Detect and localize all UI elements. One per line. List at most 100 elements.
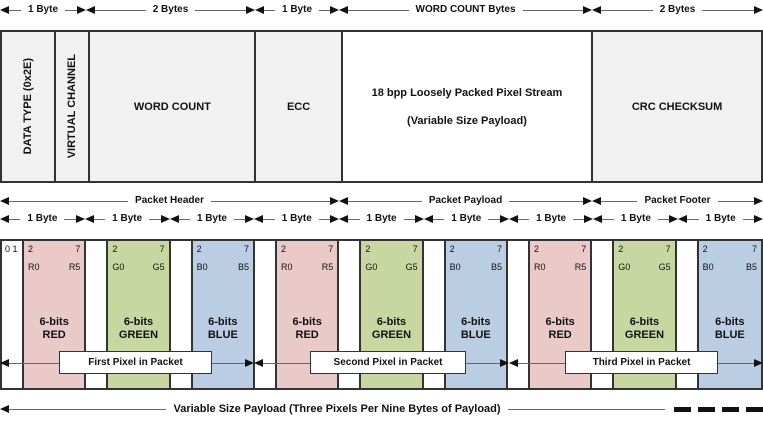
- dim-arrow-ecc: 1 Byte: [255, 4, 340, 16]
- byte-cell-label: 6-bits RED: [292, 316, 322, 341]
- arrowhead-right-icon: [583, 197, 592, 205]
- sig-hi: G5: [658, 262, 671, 272]
- arrowhead-left-icon: [592, 197, 601, 205]
- arrowhead-right-icon: [245, 359, 254, 367]
- bit-hi: 7: [581, 244, 587, 254]
- byte-cell-label: 6-bits BLUE: [460, 316, 491, 341]
- byte-dim-row: 1 Byte 1 Byte 1 Byte 1 Byte 1 Byte 1 Byt…: [0, 213, 763, 225]
- dim-line: [9, 218, 21, 220]
- dim-line: [264, 9, 275, 11]
- sig-hi: B5: [745, 262, 757, 272]
- arrowhead-right-icon: [754, 359, 763, 367]
- footer-label: Variable Size Payload (Three Pixels Per …: [173, 403, 501, 415]
- dim-label: Packet Header: [135, 195, 204, 206]
- dim-label: WORD COUNT Bytes: [415, 4, 516, 15]
- arrowhead-right-icon: [500, 359, 509, 367]
- dim-line: [210, 200, 330, 202]
- block-pixel-stream: 18 bpp Loosely Packed Pixel Stream (Vari…: [340, 32, 592, 181]
- dim-arrow-packet-header: Packet Header: [0, 195, 339, 207]
- arrowhead-left-icon: [0, 405, 9, 413]
- dim-label: 2 Bytes: [659, 4, 696, 15]
- arrowhead-left-icon: [678, 215, 688, 223]
- dim-line: [601, 9, 653, 11]
- sig-hi: B5: [490, 262, 502, 272]
- byte-cell-label: 6-bits GREEN: [118, 316, 159, 341]
- continuation-dashes-icon: [674, 406, 763, 412]
- dim-label: Packet Footer: [644, 195, 711, 206]
- bit-hi: 7: [75, 244, 81, 254]
- block-data-type: DATA TYPE (0x2E): [2, 32, 55, 181]
- dim-label: 1 Byte: [366, 213, 397, 224]
- arrowhead-left-icon: [254, 215, 264, 223]
- dim-label: 1 Byte: [196, 213, 227, 224]
- arrowhead-left-icon: [339, 215, 349, 223]
- dim-line: [195, 9, 247, 11]
- dim-arrow-byte: 1 Byte: [169, 213, 255, 225]
- byte-lead-bits: 0 1: [2, 241, 22, 388]
- arrowhead-left-icon: [0, 6, 9, 14]
- arrowhead-right-icon: [754, 215, 763, 223]
- dim-line: [742, 218, 755, 220]
- arrowhead-left-icon: [86, 6, 95, 14]
- dim-line: [64, 218, 76, 220]
- byte-cell-label: 6-bits GREEN: [624, 316, 665, 341]
- sig-lo: R0: [28, 262, 40, 272]
- arrowhead-left-icon: [254, 359, 263, 367]
- arrowhead-right-icon: [330, 6, 340, 14]
- dim-arrow-variable-payload: Variable Size Payload (Three Pixels Per …: [0, 403, 763, 415]
- block-crc-checksum: CRC CHECKSUM: [591, 32, 761, 181]
- dim-label: Packet Payload: [428, 195, 503, 206]
- arrowhead-left-icon: [0, 197, 9, 205]
- dim-line: [9, 200, 129, 202]
- bit-lo: 2: [618, 244, 624, 254]
- sig-lo: B0: [702, 262, 714, 272]
- dim-line: [573, 218, 585, 220]
- dim-line: [601, 200, 638, 202]
- sig-lo: B0: [196, 262, 208, 272]
- arrowhead-left-icon: [84, 215, 94, 223]
- dim-line: [65, 9, 78, 11]
- block-ecc: ECC: [254, 32, 341, 181]
- dim-arrow-packet-payload: Packet Payload: [339, 195, 592, 207]
- packet-row: DATA TYPE (0x2E) VIRTUAL CHANNEL WORD CO…: [0, 30, 763, 183]
- arrowhead-left-icon: [0, 215, 9, 223]
- dim-label: 1 Byte: [28, 4, 59, 15]
- arrowhead-left-icon: [593, 215, 603, 223]
- pixel-box-label: Second Pixel in Packet: [333, 357, 443, 368]
- arrowhead-right-icon: [754, 197, 763, 205]
- third-pixel-label-box: Third Pixel in Packet: [565, 351, 718, 374]
- arrowhead-right-icon: [330, 197, 339, 205]
- dim-label: 1 Byte: [451, 213, 482, 224]
- sig-hi: R5: [321, 262, 334, 272]
- arrowhead-left-icon: [0, 359, 9, 367]
- byte-cell-label: 6-bits GREEN: [371, 316, 412, 341]
- bit-hi: 7: [159, 244, 165, 254]
- arrowhead-right-icon: [499, 215, 509, 223]
- block-virtual-channel: VIRTUAL CHANNEL: [54, 32, 89, 181]
- dim-line: [403, 218, 415, 220]
- dim-line: [432, 218, 445, 220]
- dim-label: 1 Byte: [705, 213, 736, 224]
- arrowhead-left-icon: [508, 215, 518, 223]
- dim-line: [602, 218, 614, 220]
- dim-arrow-byte: 1 Byte: [254, 213, 340, 225]
- block-word-count: WORD COUNT: [88, 32, 255, 181]
- dim-line: [9, 408, 167, 410]
- sig-lo: R0: [533, 262, 546, 272]
- bit-lo: 2: [112, 244, 118, 254]
- arrowhead-right-icon: [245, 215, 255, 223]
- arrowhead-right-icon: [669, 215, 679, 223]
- dim-arrow-byte: 1 Byte: [678, 213, 763, 225]
